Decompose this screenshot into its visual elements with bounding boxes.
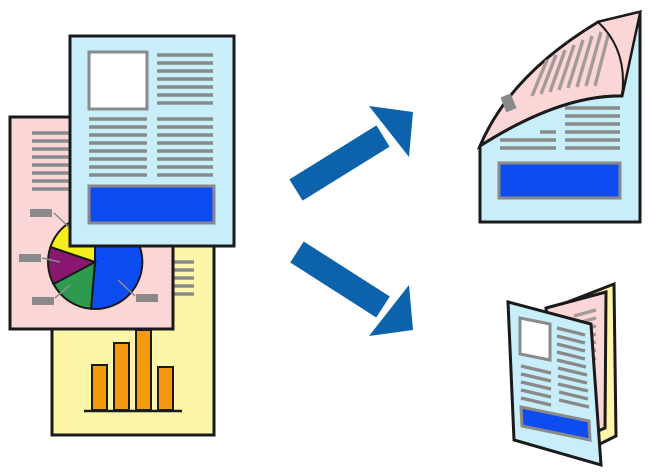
blue-page-text-lines bbox=[89, 53, 213, 177]
document-stack-icon bbox=[8, 34, 236, 437]
back-side-text-lines bbox=[530, 27, 612, 97]
arrow-up-right-icon bbox=[289, 106, 413, 201]
bar-chart-icon bbox=[84, 329, 182, 413]
back-side-image bbox=[500, 93, 517, 113]
blue-highlight-block bbox=[87, 184, 216, 225]
image-placeholder bbox=[87, 50, 149, 111]
two-sided-page-icon bbox=[476, 9, 642, 224]
front-side-text-lines bbox=[500, 106, 620, 150]
booklet-image-placeholder bbox=[518, 316, 552, 362]
yellow-page-text-lines bbox=[174, 260, 194, 296]
pink-page-text-lines bbox=[32, 131, 70, 191]
arrow-down-right-icon bbox=[290, 241, 413, 336]
folded-booklet-icon bbox=[506, 281, 618, 468]
booklet-highlight-block bbox=[519, 405, 592, 442]
booklet-front-text-lines bbox=[520, 326, 590, 409]
blue-text-page bbox=[68, 34, 236, 248]
front-side-highlight-block bbox=[497, 161, 622, 200]
